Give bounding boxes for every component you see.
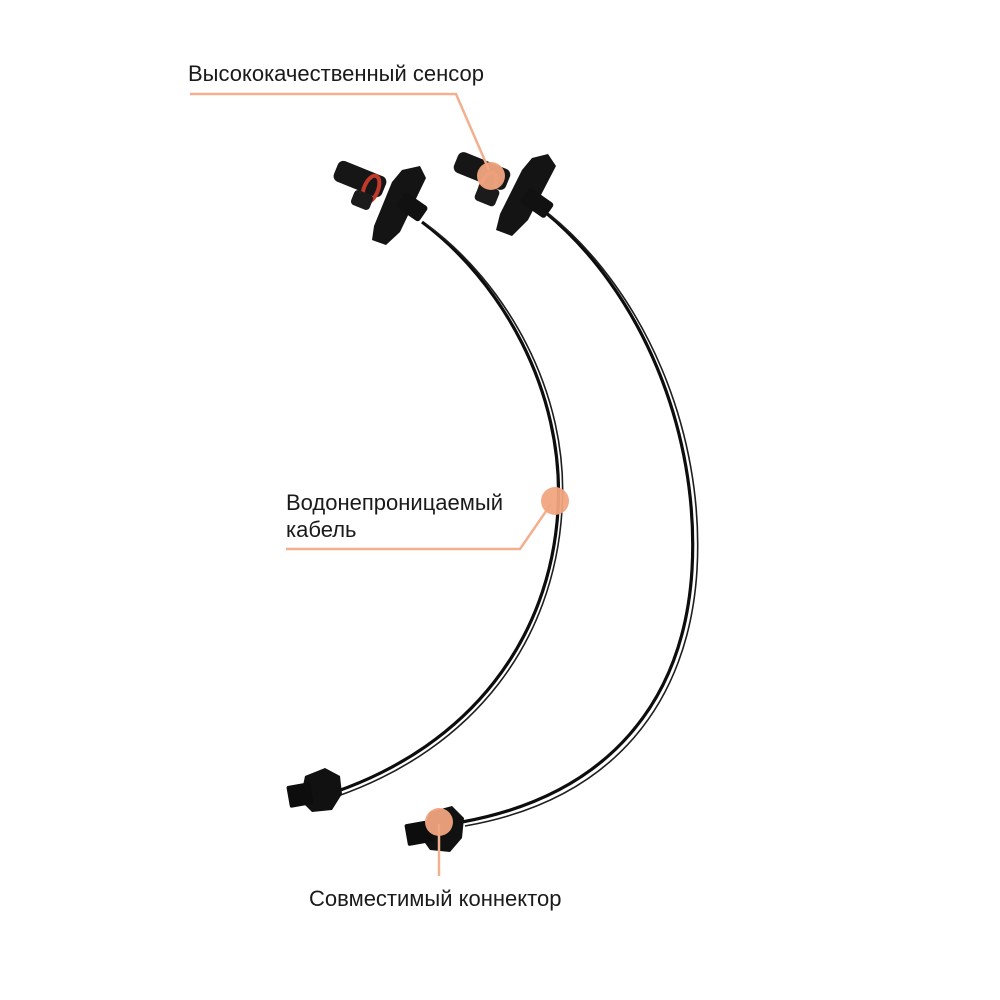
left-sensor-stem [333, 160, 387, 198]
callout-dot-connector [425, 808, 453, 836]
right-cable [461, 210, 695, 824]
callout-connector [425, 808, 453, 876]
right-sensor-boot [520, 188, 554, 218]
right-cable-strand [464, 213, 699, 827]
callout-label-sensor: Высококачественный сенсор [188, 61, 485, 86]
left-sensor-boot [396, 192, 428, 222]
callout-dot-cable [541, 487, 569, 515]
left-sensor-assembly [286, 160, 564, 812]
callout-line-cable [286, 503, 553, 551]
callout-label-connector: Совместимый коннектор [309, 886, 562, 911]
left-connector [286, 768, 342, 812]
callout-label-cable-line1: Водонепроницаемый [286, 490, 504, 515]
callout-label-cable: Водонепроницаемый кабель [286, 489, 503, 543]
callout-sensor [190, 92, 505, 190]
callout-label-cable-line2: кабель [286, 517, 357, 542]
callout-cable [286, 487, 569, 551]
callout-line-sensor [190, 92, 491, 171]
left-sensor-collar [350, 190, 374, 210]
callout-dot-sensor [477, 162, 505, 190]
